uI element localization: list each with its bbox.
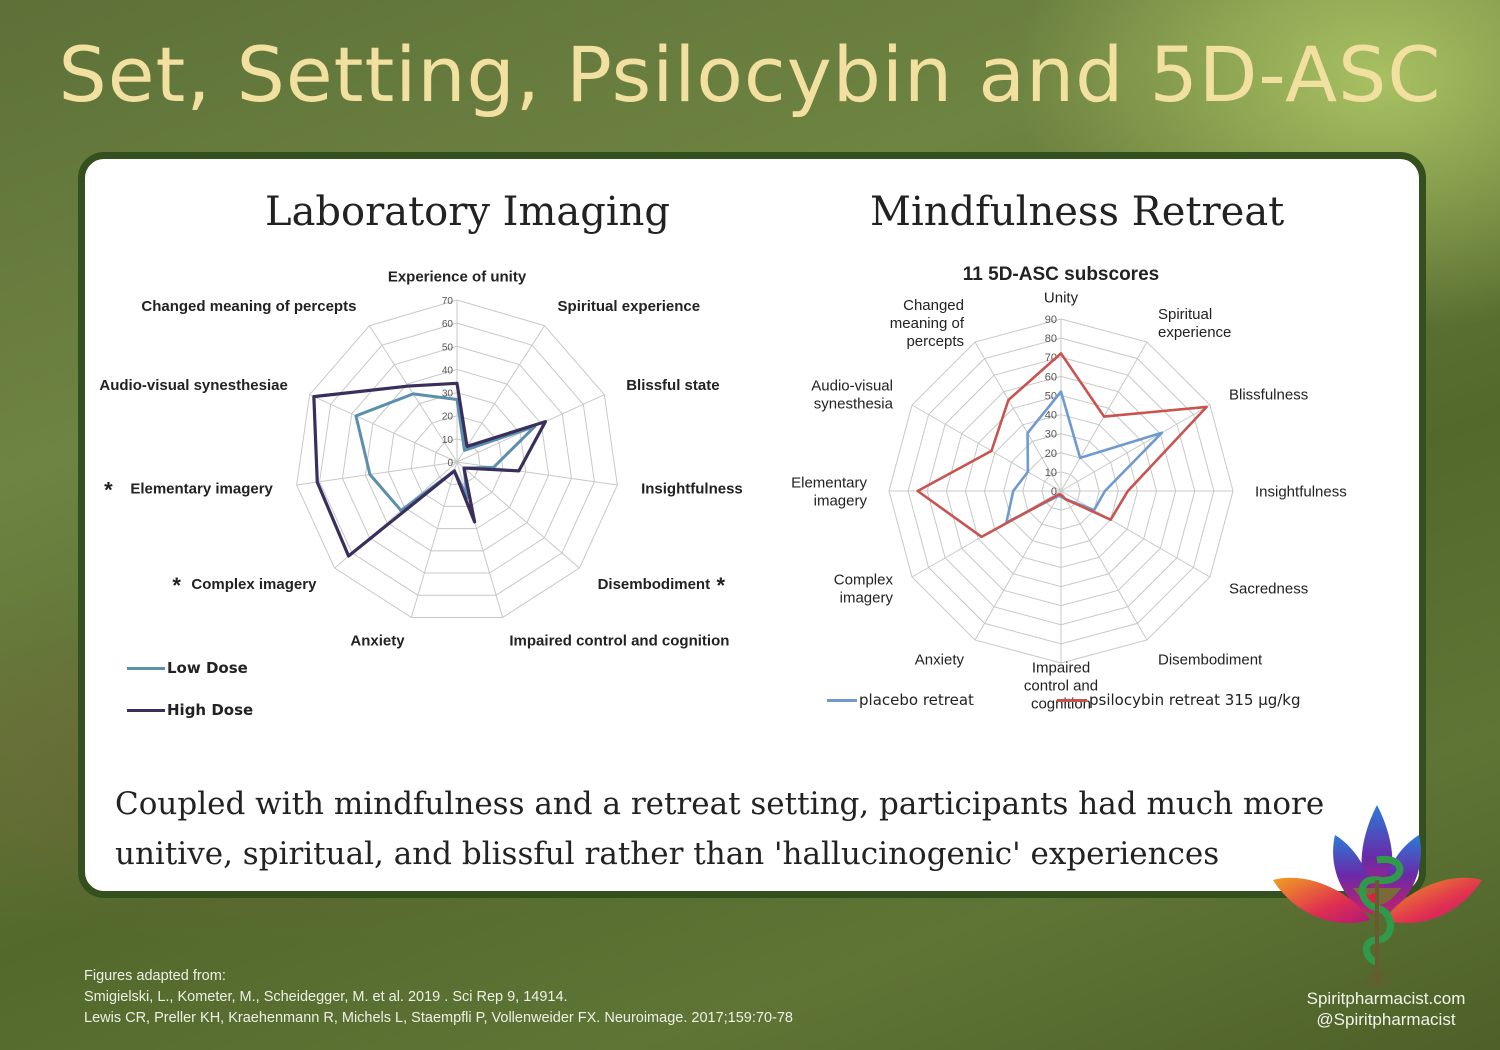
grid-spoke [974,490,1062,641]
legend-low-dose-swatch [127,666,165,670]
left-panel-title: Laboratory Imaging [265,189,670,235]
axis-label-blissful-state: Blissful state [626,377,719,394]
legend-psilocybin-swatch [1057,698,1087,702]
legend-high-dose: High Dose [127,701,253,719]
series-line-psilocybin-retreat-315-g-kg [916,352,1208,539]
axis-label-sacredness: Sacredness [1229,580,1308,597]
axis-label-complex-imagery: Complex imagery [191,576,317,593]
axis-label-disembodiment: Disembodiment [1158,651,1263,668]
right-panel-title: Mindfulness Retreat [870,189,1285,235]
legend-placebo: placebo retreat [827,691,974,709]
tick-label: 90 [1045,314,1057,326]
axis-label-impaired-control-and-cognition: Impaired control and cognition [509,633,729,650]
grid-spoke [974,341,1062,492]
grid-spoke [911,404,1062,492]
tick-label: 20 [1045,448,1057,460]
legend-low-dose: Low Dose [127,659,248,677]
radar-chart-retreat: 11 5D-ASC subscores0102030405060708090Un… [791,264,1347,712]
legend-high-dose-swatch [127,708,165,712]
significance-asterisk: * [717,573,726,598]
grid-ring [433,438,481,485]
lotus-logo-icon [1273,805,1482,989]
axis-label-audio-visual-synesthesiae: Audio-visual synesthesiae [99,377,287,394]
series-line-placebo-retreat [1005,390,1164,524]
tick-label: 40 [1045,410,1057,422]
grid-spoke [456,461,504,618]
tick-label: 60 [1045,371,1057,383]
brand-handle: @Spiritpharmacist [1316,1010,1456,1029]
slide-caption: Coupled with mindfulness and a retreat s… [115,786,1325,872]
axis-label-insightfulness: Insightfulness [641,481,743,498]
tick-label: 50 [442,342,454,353]
tick-label: 60 [442,319,454,330]
grid-spoke [410,461,458,618]
axis-label-blissfulness: Blissfulness [1229,386,1308,403]
axis-label-spiritual-experience: Spiritual experience [558,298,701,315]
axis-label-insightfulness: Insightfulness [1255,483,1347,500]
tick-label: 10 [442,435,454,446]
chart-title: 11 5D-ASC subscores [963,264,1159,285]
significance-asterisk: * [104,478,113,503]
citation-line: Figures adapted from: [84,968,226,984]
brand-website: Spiritpharmacist.com [1306,989,1466,1008]
axis-label-elementary-imagery: Elementary imagery [130,481,273,498]
axis-label-experience-of-unity: Experience of unity [388,268,527,285]
legend-high-dose-label: High Dose [167,701,254,719]
grid-spoke [296,461,458,486]
grid-spoke [1060,490,1148,641]
legend-placebo-swatch [827,698,857,702]
tick-label: 20 [442,412,454,423]
grid-ring [364,368,550,552]
legend-psilocybin: psilocybin retreat 315 µg/kg [1057,691,1301,709]
legend-placebo-label: placebo retreat [859,691,974,709]
grid-spoke [456,325,546,463]
grid-ring [341,345,573,574]
tick-label: 30 [1045,429,1057,441]
axis-label-changed-meaning-of-percepts: Changed meaning of percepts [141,298,356,315]
tick-label: 0 [447,458,453,469]
grid-ring [387,392,527,530]
slide-title: Set, Setting, Psilocybin and 5D-ASC [58,30,1442,119]
content-panel: Laboratory Imaging Mindfulness Retreat 0… [78,152,1426,898]
grid-spoke [456,461,580,569]
grid-spoke [456,461,618,486]
citation-block: Figures adapted from: Smigielski, L., Ko… [84,966,793,1029]
grid-ring [296,299,618,618]
grid-spoke [1060,404,1211,492]
grid-spoke [1060,490,1211,578]
axis-label-anxiety: Anxiety [350,633,405,650]
legend-psilocybin-label: psilocybin retreat 315 µg/kg [1089,691,1301,709]
brand-block: Spiritpharmacist.com @Spiritpharmacist [1280,988,1492,1030]
tick-label: 70 [442,296,454,307]
axis-label-unity: Unity [1044,289,1079,306]
radar-chart-laboratory: 0 10 20 30 40 50 60 70 Experience of unitySpirit… [99,268,743,650]
tick-label: 10 [1045,467,1057,479]
legend-low-dose-label: Low Dose [167,659,248,677]
axis-label-disembodiment: Disembodiment [598,576,711,593]
grid-spoke [309,394,458,463]
series-line-high-dose [312,381,548,558]
tick-label: 80 [1045,333,1057,345]
citation-line: Lewis CR, Preller KH, Kraehenmann R, Mic… [84,1010,793,1026]
axis-label-anxiety: Anxiety [915,651,965,668]
significance-asterisk: * [172,573,181,598]
tick-label: 40 [442,365,454,376]
tick-label: 0 [1051,486,1057,498]
tick-label: 30 [442,389,454,400]
citation-line: Smigielski, L., Kometer, M., Scheidegger… [84,989,568,1005]
